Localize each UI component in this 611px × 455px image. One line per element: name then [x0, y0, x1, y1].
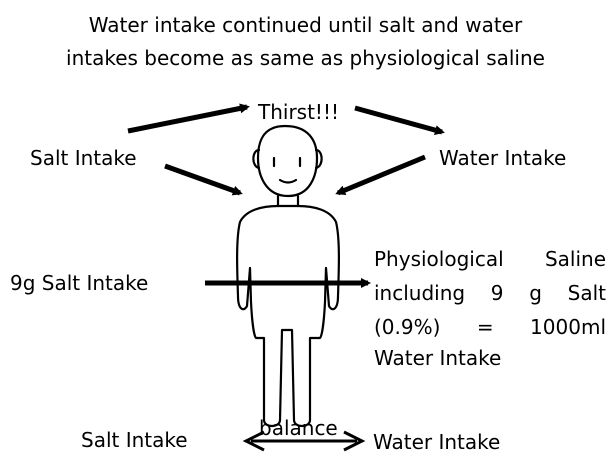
person-head	[258, 126, 317, 196]
thirst-label: Thirst!!!	[258, 100, 339, 124]
saline-line-4: Water Intake	[374, 346, 606, 370]
title-line-2: intakes become as same as physiological …	[0, 46, 611, 70]
person-figure	[237, 126, 339, 426]
arrow-thirst-to-water	[355, 108, 442, 132]
saline-line-1: Physiological Saline	[374, 247, 606, 271]
person-mouth	[280, 180, 296, 183]
salt-intake-9g-label: 9g Salt Intake	[10, 271, 148, 295]
water-intake-label: Water Intake	[439, 146, 566, 170]
arrow-salt-to-person	[165, 166, 240, 193]
person-body	[237, 206, 339, 426]
person-neck	[278, 196, 298, 206]
water-intake-bottom-label: Water Intake	[373, 430, 500, 454]
arrow-salt-to-thirst	[128, 107, 247, 131]
salt-intake-bottom-label: Salt Intake	[81, 428, 188, 452]
balance-label: balance	[259, 416, 338, 440]
title-line-1: Water intake continued until salt and wa…	[0, 13, 611, 37]
saline-line-2: including 9 g Salt	[374, 281, 606, 305]
saline-line-3: (0.9%) = 1000ml	[374, 315, 606, 339]
salt-intake-label: Salt Intake	[30, 146, 137, 170]
arrow-water-to-person	[338, 157, 425, 193]
